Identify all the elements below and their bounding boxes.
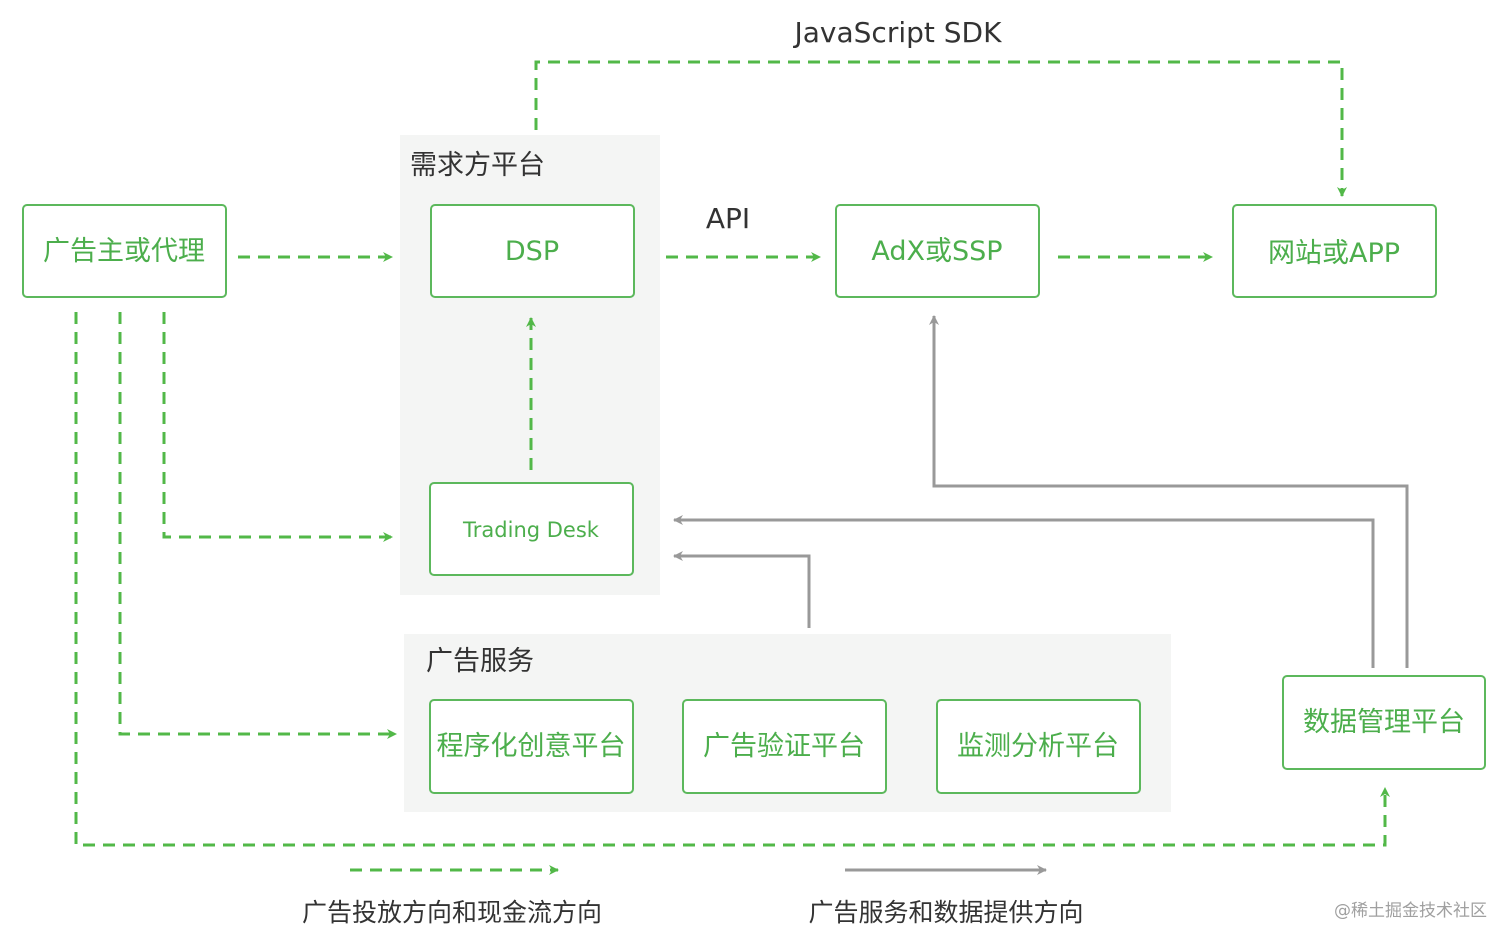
flow-advertiser-to-tradingdesk	[162, 312, 393, 542]
website-app-node: 网站或APP	[1232, 204, 1437, 298]
flow-data-to-adx	[929, 315, 1409, 668]
adx-ssp-label: AdX或SSP	[871, 236, 1002, 267]
trading-desk-label: Trading Desk	[462, 518, 600, 542]
advertiser-node: 广告主或代理	[22, 204, 227, 298]
creative-platform-label: 程序化创意平台	[437, 731, 626, 762]
verification-platform-node: 广告验证平台	[682, 699, 887, 794]
legend-green-label: 广告投放方向和现金流方向	[302, 898, 602, 927]
website-app-label: 网站或APP	[1268, 238, 1400, 269]
dsp-node: DSP	[430, 204, 635, 298]
monitoring-platform-label: 监测分析平台	[957, 731, 1119, 762]
flow-advertiser-to-data	[74, 312, 1390, 847]
data-platform-label: 数据管理平台	[1303, 707, 1465, 738]
verification-platform-label: 广告验证平台	[703, 731, 865, 762]
api-label: API	[706, 202, 750, 235]
watermark-text: @稀土掘金技术社区	[1334, 901, 1487, 921]
adx-ssp-node: AdX或SSP	[835, 204, 1040, 298]
creative-platform-node: 程序化创意平台	[429, 699, 634, 794]
javascript-sdk-label: JavaScript SDK	[793, 16, 1003, 49]
dsp-label: DSP	[505, 236, 559, 267]
trading-desk-node: Trading Desk	[429, 482, 634, 576]
flow-advertiser-to-creative	[118, 312, 397, 739]
demand-platform-title: 需求方平台	[410, 150, 545, 181]
legend: 广告投放方向和现金流方向 广告服务和数据提供方向	[302, 865, 1084, 927]
advertiser-label: 广告主或代理	[43, 236, 205, 267]
ad-services-title: 广告服务	[426, 646, 534, 677]
flow-sdk-to-website	[534, 60, 1347, 197]
monitoring-platform-node: 监测分析平台	[936, 699, 1141, 794]
flow-data-to-tradingdesk	[673, 515, 1375, 668]
legend-gray-label: 广告服务和数据提供方向	[808, 898, 1083, 927]
data-platform-node: 数据管理平台	[1282, 675, 1486, 770]
flow-adservices-to-tradingdesk	[673, 551, 811, 628]
